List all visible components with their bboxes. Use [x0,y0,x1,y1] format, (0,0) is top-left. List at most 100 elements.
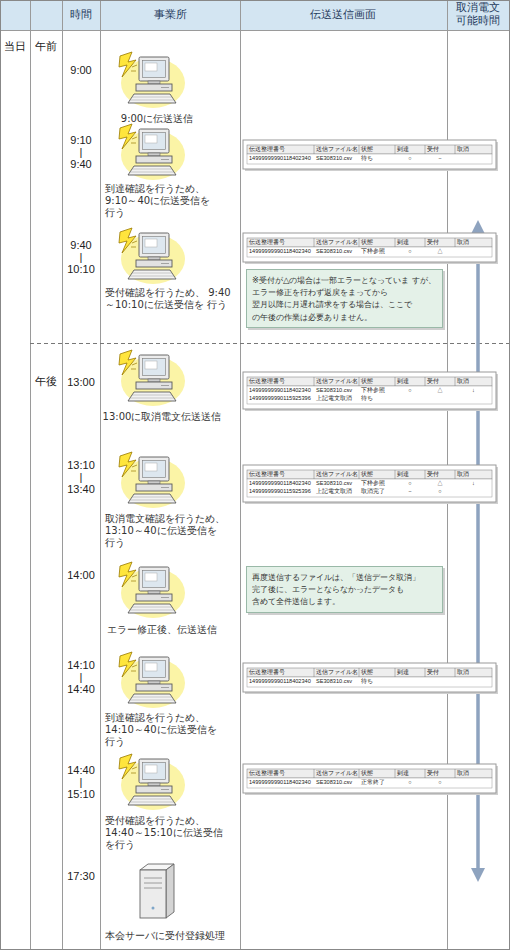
table-header-cell: 受付 [425,470,455,479]
table-header-cell: 取消 [455,668,492,677]
table-header-cell: 受付 [425,769,455,778]
screen-panel [314,769,315,778]
cancel-window-arrow [471,868,485,882]
screen-panel [247,145,492,154]
screen-panel [243,764,496,793]
screen-panel [243,663,498,694]
screen-panel [247,154,492,164]
table-header-cell: 伝送整理番号 [247,668,314,677]
screen-panel [359,238,360,247]
screen-panel [314,668,455,677]
table-cell: 待ち [359,154,395,162]
grid-lines [240,0,241,950]
table-cell: 待ち [359,677,395,685]
table-cell: － [395,487,425,495]
table-header-cell: 送信ファイル名 [314,377,359,386]
table-cell: ↓ [455,386,492,394]
screen-panel [359,470,360,479]
time-separator: | [80,671,83,684]
table-cell: △ [425,386,455,394]
grid-lines [0,30,510,31]
screen-panel [247,238,492,247]
screen-panel [314,145,315,154]
step-caption: 到達確認を行うため、 9:10～40に伝送受信を 行う [105,183,215,219]
table-cell: 待ち [359,394,395,402]
header-cell: 伝送送信画面 [310,9,376,22]
time-label: 9:40 [70,158,91,171]
screen-panel [314,377,315,386]
table-cell: ○ [425,778,455,786]
table-header-cell: 取消 [455,377,492,386]
table-header-cell: 状態 [359,668,395,677]
table-header-cell: 受付 [425,238,455,247]
screen-panel [243,465,496,502]
server-icon [140,864,174,918]
screen-panel [243,140,496,169]
screen-panel [425,470,426,479]
time-label: 17:30 [67,870,95,883]
note-text: 再度送信するファイルは、「送信データ取消」 完了後に、エラーとならなかったデータ… [252,571,437,608]
header-cell: 取消電文 可能時間 [453,2,503,27]
computer-icon [119,350,185,406]
note-box: ※受付が△の場合は一部エラーとなっていま すが、エラー修正を行わず返戻をまってか… [246,269,443,328]
time-label: 14:10 [67,659,95,672]
step-caption: 取消電文確認を行うため、 13:10～40に伝送受信を 行う [105,513,230,549]
table-cell: 14999999990118402340 [247,386,314,394]
step-caption: 到達確認を行うため、 14:10～40に伝送受信を 行う [105,712,223,748]
table-header-cell: 到達 [395,238,425,247]
screen-panel [395,470,396,479]
table-header-cell: 伝送整理番号 [247,769,314,778]
table-header-cell: 状態 [359,377,395,386]
table-cell: SE308310.csv [314,154,359,162]
table-header-cell: 取消 [455,238,492,247]
screen-panel [455,377,456,386]
time-label: 15:10 [67,788,95,801]
screen-panel [243,233,496,262]
table-header-cell: 到達 [395,145,425,154]
table-header-cell: 到達 [395,668,425,677]
screen-panel [314,145,455,154]
screen-panel [314,470,455,479]
server-icon [166,864,174,918]
screen-panel [314,377,455,386]
table-cell: ↓ [455,479,492,487]
period-label: 午前 [35,41,57,54]
time-label: 13:10 [67,459,95,472]
screen-panel [243,372,498,411]
screen-panel [425,238,426,247]
table-header-cell: 伝送整理番号 [247,470,314,479]
cancel-window-arrow [471,220,485,234]
screen-panel [247,247,492,257]
grid-lines [30,0,31,950]
time-label: 14:40 [67,764,95,777]
server-icon [144,878,162,879]
table-cell: 14999999990118402340 [247,778,314,786]
table-cell: ○ [395,386,425,394]
table-header-cell: 状態 [359,769,395,778]
table-header-cell: 受付 [425,668,455,677]
table-cell: 取消完了 [359,487,395,495]
screen-panel [243,465,498,504]
time-label: 14:40 [67,683,95,696]
table-header-cell: 送信ファイル名 [314,145,359,154]
note-box: 再度送信するファイルは、「送信データ取消」 完了後に、エラーとならなかったデータ… [246,566,443,613]
table-header-cell: 取消 [455,769,492,778]
step-caption: 9:00に伝送送信 [121,113,193,125]
screen-panel [395,377,396,386]
table-header-cell: 伝送整理番号 [247,238,314,247]
table-header-cell: 状態 [359,470,395,479]
header-cell: 事業所 [154,9,187,22]
step-caption: 本会サーバに受付登録処理 [105,930,225,942]
table-header-cell: 伝送整理番号 [247,377,314,386]
step-caption: 受付確認を行うため、 9:40～10:10に伝送受信を 行う [105,287,231,311]
screen-panel [314,238,455,247]
time-label: 9:40 [70,239,91,252]
screen-panel [455,668,456,677]
table-cell: 14999999990118402340 [247,677,314,685]
screen-panel [314,470,315,479]
screen-panel [314,769,455,778]
header-cell: 時間 [70,9,92,22]
time-label: 9:10 [70,134,91,147]
